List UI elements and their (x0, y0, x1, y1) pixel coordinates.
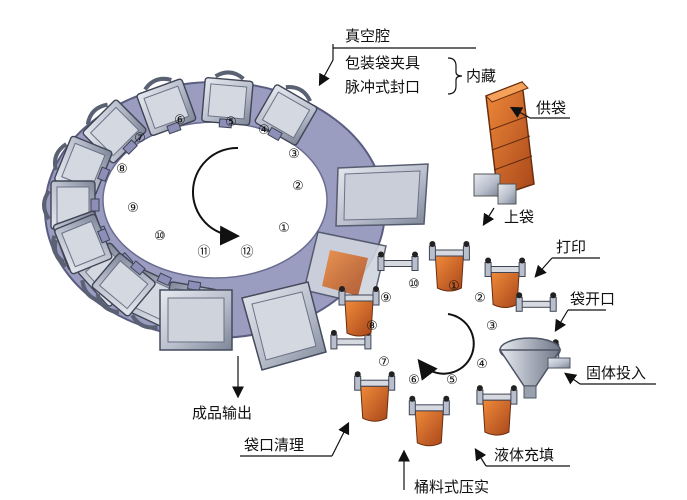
big-ring-rotation-arrow (192, 146, 240, 246)
small-ring-rotation-arrow (417, 313, 475, 381)
small-ring-station-number: ④ (476, 357, 488, 372)
small-ring-station-number: ⑧ (366, 319, 378, 334)
bag-gripper-station (515, 292, 557, 312)
label-bag-mouth-cleaning: 袋口清理 (244, 436, 304, 454)
label-vacuum-chamber: 真空腔 (345, 27, 390, 45)
bag-gripper-station (428, 241, 470, 292)
label-bag-opening: 袋开口 (570, 290, 615, 308)
bag-gripper-station (338, 286, 380, 337)
output-chamber-left (159, 289, 233, 351)
small-ring-station-number: ⑦ (378, 355, 390, 370)
solid-feeding-funnel (498, 337, 571, 399)
label-bag-supply: 供袋 (536, 99, 566, 117)
callout-lines (232, 44, 656, 490)
chamber-module (91, 252, 156, 317)
bag-gripper-station (476, 385, 518, 436)
small-ring-station-numbers: ①②③ ④ ⑤ ⑥ ⑦ ⑧⑨ ⑩ (366, 277, 498, 388)
big-ring-station-number: ⑦ (134, 131, 146, 146)
big-ring-station-number: ① (278, 221, 290, 236)
transfer-chamber-with-bag (303, 231, 387, 307)
chamber-modules (42, 70, 318, 339)
label-product-output: 成品输出 (192, 404, 252, 422)
small-ring-station-number: ⑩ (408, 277, 420, 292)
bag-gripper-station (354, 371, 396, 422)
big-ring-station-number: ⑫ (240, 245, 253, 260)
big-ring-station-number: ⑨ (127, 201, 139, 216)
big-ring-station-number: ② (292, 179, 304, 194)
label-printing: 打印 (556, 238, 586, 256)
chamber-module (254, 84, 318, 146)
small-ring-station-number: ⑥ (408, 373, 420, 388)
bag-gripper-station (377, 251, 419, 271)
label-liquid-filling: 液体充填 (494, 446, 554, 464)
chamber-module (201, 70, 254, 129)
open-chamber-lid (335, 163, 429, 227)
small-ring-station-number: ① (448, 279, 460, 294)
small-ring-station-number: ⑨ (380, 291, 392, 306)
label-built-in: 内藏 (466, 67, 496, 85)
big-ring-station-number: ③ (288, 147, 300, 162)
big-ring-station-number: ④ (258, 123, 270, 138)
chamber-module (136, 76, 197, 137)
bag-gripper-station (408, 395, 450, 447)
small-ring-station-number: ② (474, 291, 486, 306)
small-ring-station-number: ⑤ (446, 373, 458, 388)
label-solid-feeding: 固体投入 (586, 364, 646, 382)
big-ring-station-number: ⑤ (225, 115, 237, 130)
label-bag-gripper: 包装袋夹具 (345, 54, 420, 72)
bag-gripper-station (484, 257, 526, 308)
bag-supply-magazine (473, 80, 535, 205)
chamber-module (52, 213, 113, 275)
small-ring-station-number: ③ (486, 319, 498, 334)
big-ring-station-number: ⑥ (174, 113, 186, 128)
output-chamber-right (241, 281, 327, 371)
label-pulse-seal: 脉冲式封口 (345, 78, 420, 96)
big-ring-station-numbers: ① ② ③ ④ ⑤ ⑥ ⑦ ⑧ ⑨⑩ ⑪ ⑫ (116, 113, 304, 260)
label-bag-loading: 上袋 (504, 208, 534, 226)
big-ring-station-number: ⑧ (116, 162, 128, 177)
big-ring-station-number: ⑪ (197, 245, 210, 260)
label-bucket-compaction: 桶料式压实 (414, 478, 489, 496)
big-ring-station-number: ⑩ (154, 229, 166, 244)
vacuum-chamber-ring (42, 70, 386, 339)
